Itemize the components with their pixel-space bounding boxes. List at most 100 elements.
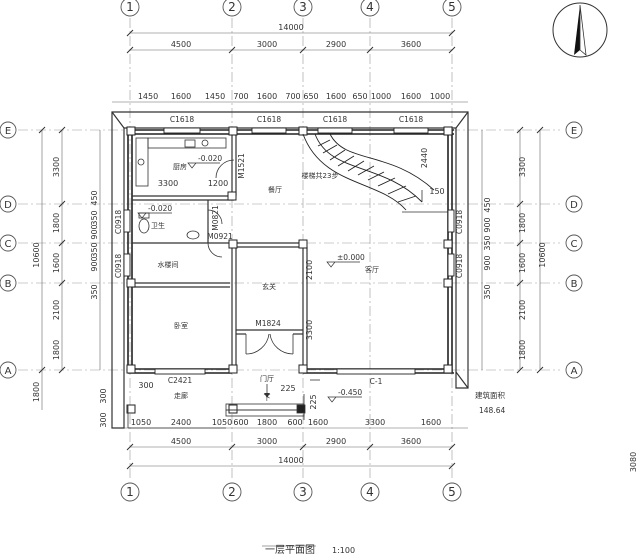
axis-label-c-left: C — [5, 239, 12, 250]
dimension-ticks — [38, 29, 544, 470]
area-value: 148.64 — [479, 406, 505, 415]
dim-left-small-2: 350 — [90, 210, 99, 225]
code-m0821: M0821 — [211, 205, 220, 231]
dim-left-bay-2: 1800 — [52, 213, 61, 233]
axis-bubbles-left — [0, 121, 17, 379]
level-marks — [137, 162, 362, 403]
dim-top-open-8: 1600 — [326, 92, 346, 101]
axis-label-d-left: D — [4, 200, 12, 211]
porch-dim-2: 300 — [99, 388, 108, 403]
entry-dim-3300: 3300 — [305, 320, 314, 340]
dim-left-small-3: 900 — [90, 224, 99, 239]
code-c1618-d: C1618 — [399, 115, 424, 124]
code-c0918-c: C0918 — [455, 210, 464, 235]
drawing-title-block: 一层平面图 1:100 — [262, 544, 355, 556]
down-arrow-icon — [264, 384, 270, 398]
level-kitchen: -0.020 — [198, 154, 222, 163]
bathroom-fixtures — [138, 212, 200, 240]
room-label-bedroom: 卧室 — [174, 321, 188, 330]
dim-right-small-3: 350 — [483, 235, 492, 250]
code-c1618-b: C1618 — [257, 115, 282, 124]
axis-label-4-bottom: 4 — [366, 485, 374, 499]
porch-dim-3: 225 — [280, 384, 295, 393]
entrance-steps — [127, 379, 320, 429]
exterior-walls — [127, 129, 454, 374]
dim-right-small-2: 900 — [483, 217, 492, 232]
dim-bottom-open-4: 600 — [233, 418, 248, 427]
dim-bottom-bay-2: 3000 — [257, 437, 277, 446]
dim-left-bay-1: 3300 — [52, 157, 61, 177]
axis-label-1-bottom: 1 — [126, 485, 134, 499]
dim-bottom-open-1: 1050 — [131, 418, 151, 427]
interior-walls — [132, 134, 308, 370]
axis-label-c-right: C — [571, 239, 578, 250]
dim-top-open-5: 1600 — [257, 92, 277, 101]
code-c2421: C2421 — [168, 376, 193, 385]
stair-rail — [402, 190, 448, 213]
room-label-foyer: 门厅 — [260, 374, 274, 383]
axis-label-a-right: A — [571, 366, 578, 377]
dim-bottom-bay-4: 3600 — [401, 437, 421, 446]
side-note: 3080 — [629, 452, 638, 472]
dim-top-open-9: 650 — [352, 92, 367, 101]
room-label-dining: 餐厅 — [268, 185, 282, 194]
dim-left-small-4: 350 — [90, 242, 99, 257]
dim-bottom-open-6: 600 — [287, 418, 302, 427]
code-m1521: M1521 — [237, 153, 246, 179]
code-c0918-d: C0918 — [455, 254, 464, 279]
dim-right-small-1: 450 — [483, 197, 492, 212]
dim-left-bay-4: 2100 — [52, 300, 61, 320]
axis-label-5-bottom: 5 — [448, 485, 456, 499]
axis-label-b-right: B — [571, 279, 578, 290]
area-label: 建筑面积 — [475, 390, 505, 400]
dim-left-bay-3: 1600 — [52, 253, 61, 273]
dim-top-open-11: 1600 — [401, 92, 421, 101]
dim-top-bay-4: 3600 — [401, 40, 421, 49]
code-c1618-a: C1618 — [170, 115, 195, 124]
kitchen-dim-1200: 1200 — [208, 179, 228, 188]
level-living: ±0.000 — [337, 253, 365, 262]
dim-right-bay-2: 1800 — [518, 213, 527, 233]
code-c0918-b: C0918 — [114, 254, 123, 279]
dim-bottom-open-9: 1600 — [421, 418, 441, 427]
axis-label-1-top: 1 — [126, 0, 134, 14]
dim-bottom-open-8: 3300 — [365, 418, 385, 427]
code-m0921: M0921 — [207, 232, 233, 241]
dim-right-bay-4: 2100 — [518, 300, 527, 320]
porch-dim-4: 225 — [309, 394, 318, 409]
dim-top-open-10: 1000 — [371, 92, 391, 101]
dim-left-small-1: 450 — [90, 190, 99, 205]
axis-label-4-top: 4 — [366, 0, 374, 14]
spiral-staircase — [302, 133, 435, 211]
eaves-outline — [111, 111, 469, 429]
dim-bottom-total: 14000 — [278, 456, 303, 465]
axis-grid — [18, 18, 560, 480]
structural-columns — [126, 126, 453, 414]
kitchen-counter — [135, 137, 227, 187]
stair-dim-2440: 2440 — [420, 148, 429, 168]
room-label-stair-storage: 水楼间 — [158, 260, 179, 269]
axis-label-3-bottom: 3 — [299, 485, 307, 499]
level-porch: -0.450 — [338, 388, 362, 397]
dim-right-bay-5: 1800 — [518, 340, 527, 360]
axis-label-e-right: E — [571, 126, 577, 137]
dim-top-bay-2: 3000 — [257, 40, 277, 49]
porch-dim-5: 300 — [99, 412, 108, 427]
dim-left-bay-5: 1800 — [52, 340, 61, 360]
code-c1618-c: C1618 — [323, 115, 348, 124]
room-label-kitchen: 厨房 — [173, 162, 187, 171]
dim-top-open-12: 1000 — [430, 92, 450, 101]
axis-label-d-right: D — [570, 200, 578, 211]
axis-label-2-bottom: 2 — [228, 485, 236, 499]
dim-left-small-5: 900 — [90, 256, 99, 271]
dim-top-open-3: 1450 — [205, 92, 225, 101]
dim-right-small-4: 900 — [483, 255, 492, 270]
axis-label-5-top: 5 — [448, 0, 456, 14]
dim-left-outer: 1800 — [32, 382, 41, 402]
axis-label-a-left: A — [5, 366, 12, 377]
dim-top-open-2: 1600 — [171, 92, 191, 101]
axis-label-b-left: B — [5, 279, 12, 290]
dim-right-small-5: 350 — [483, 284, 492, 299]
dim-bottom-bay-1: 4500 — [171, 437, 191, 446]
